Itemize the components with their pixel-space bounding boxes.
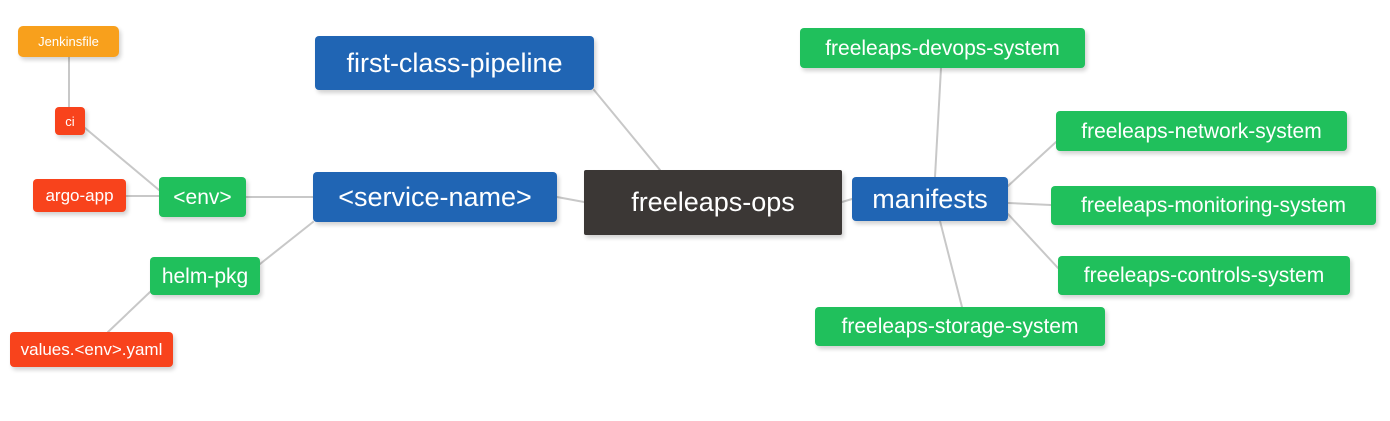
node-jenkinsfile[interactable]: Jenkinsfile [18, 26, 119, 57]
edge-helm-pkg-values-yaml [107, 291, 151, 333]
edge-service-name-helm-pkg [259, 221, 314, 265]
node-service-name[interactable]: <service-name> [313, 172, 557, 222]
node-manifests[interactable]: manifests [852, 177, 1008, 221]
node-ci[interactable]: ci [55, 107, 85, 135]
edge-manifests-storage [939, 220, 963, 308]
edge-manifests-monitoring [1007, 202, 1052, 206]
node-env[interactable]: <env> [159, 177, 246, 217]
edge-manifests-devops [934, 67, 942, 178]
node-freeleaps-devops-system[interactable]: freeleaps-devops-system [800, 28, 1085, 68]
edge-root-service-name [556, 196, 585, 203]
node-freeleaps-monitoring-system[interactable]: freeleaps-monitoring-system [1051, 186, 1376, 225]
node-helm-pkg[interactable]: helm-pkg [150, 257, 260, 295]
edge-root-first-class-pipeline [593, 89, 661, 171]
node-freeleaps-storage-system[interactable]: freeleaps-storage-system [815, 307, 1105, 346]
node-first-class-pipeline[interactable]: first-class-pipeline [315, 36, 594, 90]
node-freeleaps-ops[interactable]: freeleaps-ops [584, 170, 842, 235]
edge-manifests-network [1007, 141, 1057, 187]
edge-root-manifests [841, 198, 853, 203]
node-argo-app[interactable]: argo-app [33, 179, 126, 212]
node-freeleaps-controls-system[interactable]: freeleaps-controls-system [1058, 256, 1350, 295]
node-values-yaml[interactable]: values.<env>.yaml [10, 332, 173, 367]
node-freeleaps-network-system[interactable]: freeleaps-network-system [1056, 111, 1347, 151]
